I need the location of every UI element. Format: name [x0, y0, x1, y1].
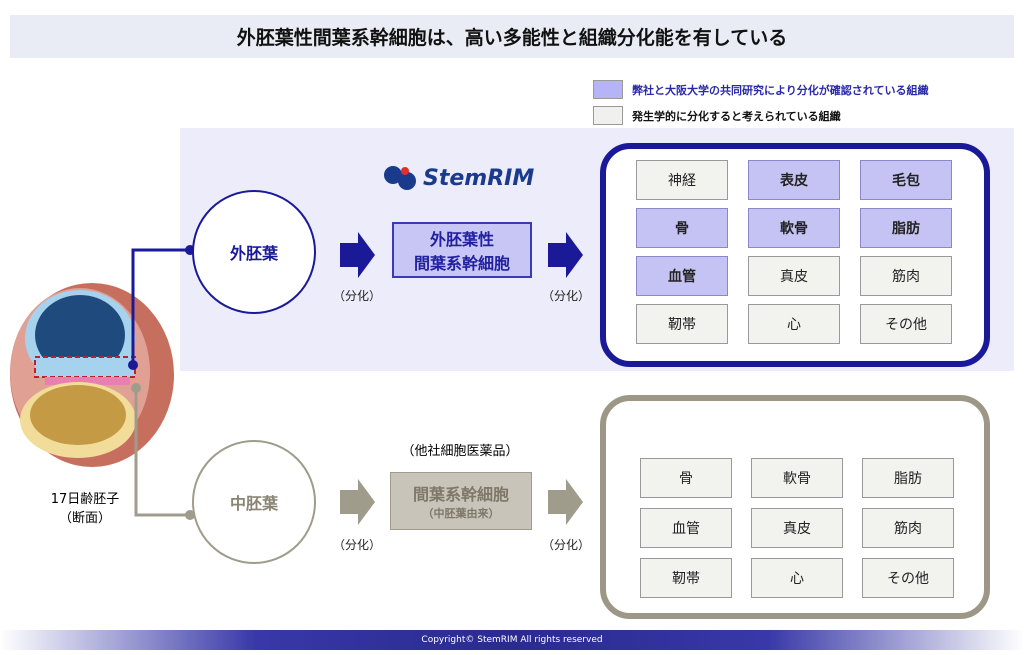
differentiation-label: （分化）	[333, 289, 382, 303]
tissue-cell: 靭帯	[636, 304, 728, 344]
tissue-cell: 血管	[636, 256, 728, 296]
msc-line: 外胚葉性	[429, 230, 494, 249]
tissue-cell: その他	[862, 558, 954, 598]
tissue-cell: 血管	[640, 508, 732, 548]
mesoderm-circle: 中胚葉	[192, 440, 316, 564]
legend-developmental: 発生学的に分化すると考えられている組織	[632, 110, 841, 123]
other-company-label: （他社細胞医薬品）	[401, 444, 519, 459]
ectoderm-circle: 外胚葉	[192, 190, 316, 314]
stemrim-logo-icon	[384, 166, 416, 190]
tissue-cell: 神経	[636, 160, 728, 200]
tissue-cell: 毛包	[860, 160, 952, 200]
differentiation-label: （分化）	[542, 538, 591, 552]
embryo-illustration	[10, 283, 174, 467]
arrow-icon	[340, 479, 375, 525]
tissue-cell: 靭帯	[640, 558, 732, 598]
tissue-cell: 軟骨	[748, 208, 840, 248]
tissue-cell: 脂肪	[860, 208, 952, 248]
tissue-cell: 骨	[640, 458, 732, 498]
tissue-cell: 心	[748, 304, 840, 344]
tissue-cell: 骨	[636, 208, 728, 248]
differentiation-label: （分化）	[333, 538, 382, 552]
arrow-icon	[548, 232, 583, 278]
mesoderm-msc-box: 間葉系幹細胞 （中胚葉由来）	[390, 472, 532, 530]
embryo-label: 17日齢胚子 （断面）	[40, 488, 130, 526]
legend-swatch-developmental	[593, 106, 623, 125]
tissue-cell: 真皮	[751, 508, 843, 548]
arrow-icon	[340, 232, 375, 278]
stemrim-logo: StemRIM	[383, 163, 534, 193]
ectoderm-msc-box: 外胚葉性 間葉系幹細胞	[392, 222, 532, 278]
msc-line: 間葉系幹細胞	[413, 254, 510, 273]
tissue-cell: 心	[751, 558, 843, 598]
embryo-label-line: 17日齢胚子	[50, 492, 120, 507]
tissue-cell: 表皮	[748, 160, 840, 200]
msc-subline: （中胚葉由来）	[422, 507, 500, 520]
msc-line: 間葉系幹細胞	[412, 485, 509, 504]
tissue-cell: 筋肉	[862, 508, 954, 548]
legend-confirmed: 弊社と大阪大学の共同研究により分化が確認されている組織	[632, 84, 929, 97]
legend-swatch-confirmed	[593, 80, 623, 99]
arrow-icon	[548, 479, 583, 525]
differentiation-label: （分化）	[542, 289, 591, 303]
tissue-cell: その他	[860, 304, 952, 344]
tissue-cell: 筋肉	[860, 256, 952, 296]
embryo-label-line: （断面）	[58, 511, 111, 526]
page-title: 外胚葉性間葉系幹細胞は、高い多能性と組織分化能を有している	[10, 15, 1014, 58]
stemrim-logo-text: StemRIM	[423, 165, 535, 191]
tissue-cell: 軟骨	[751, 458, 843, 498]
tissue-cell: 真皮	[748, 256, 840, 296]
footer-copyright: Copyright© StemRIM All rights reserved	[0, 630, 1024, 650]
tissue-cell: 脂肪	[862, 458, 954, 498]
